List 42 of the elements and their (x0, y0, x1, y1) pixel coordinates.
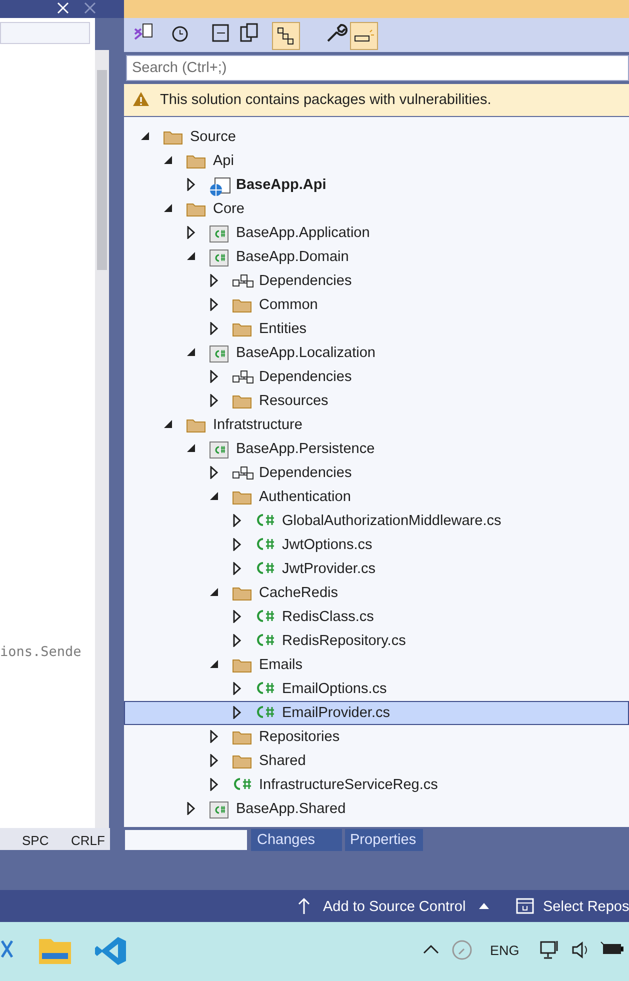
search-placeholder: Search (Ctrl+;) (132, 59, 227, 77)
tree-item-label: BaseApp.Persistence (236, 440, 375, 458)
tree-item-label: Authentication (259, 488, 351, 506)
tab-label: Changes (257, 831, 316, 849)
tree-item-label: BaseApp.Domain (236, 248, 349, 266)
tab-label: Properties (350, 831, 416, 849)
status-text: SPC (22, 832, 49, 850)
code-text: ions.Sende (0, 643, 82, 661)
tree-item-label: Repositories (259, 728, 340, 746)
title-bar (124, 0, 629, 18)
tree-item-label: GlobalAuthorizationMiddleware.cs (282, 512, 502, 530)
status-action: Add to Source Control (323, 898, 466, 916)
tree-item-label: BaseApp.Api (236, 176, 326, 194)
tree-item-label: RedisRepository.cs (282, 632, 406, 650)
tree-item-label: Entities (259, 320, 307, 338)
file-name: EmailProvider.cs (282, 704, 390, 722)
tree-item-label: Infratstructure (213, 416, 302, 434)
tree-item-label: Api (213, 152, 234, 170)
status-text: CRLF (71, 832, 105, 850)
tree-item-label: Core (213, 200, 244, 218)
tree-item-label: JwtOptions.cs (282, 536, 372, 554)
selected-row (124, 701, 629, 725)
language-indicator: ENG (490, 942, 520, 960)
tree-item-label: Resources (259, 392, 328, 410)
tree-item-label: Common (259, 296, 318, 314)
tree-item-label: Source (190, 128, 236, 146)
tree-item-label: Shared (259, 752, 306, 770)
tree-item-label: CacheRedis (259, 584, 338, 602)
tree-item-label: RedisClass.cs (282, 608, 374, 626)
tree-item-label: EmailOptions.cs (282, 680, 387, 698)
tree-item-label: Dependencies (259, 368, 352, 386)
status-action: Select Repos (543, 898, 629, 916)
active-tab (124, 829, 248, 851)
tree-item-label: BaseApp.Application (236, 224, 370, 242)
tree-item-label: InfrastructureServiceReg.cs (259, 776, 438, 794)
tree-item-label: BaseApp.Shared (236, 800, 346, 818)
tree-item-label: Emails (259, 656, 303, 674)
warning-message: This solution contains packages with vulnerabilities. (160, 91, 492, 109)
tree-item-label: Dependencies (259, 272, 352, 290)
tree-item-label: BaseApp.Localization (236, 344, 376, 362)
tree-item-label: Dependencies (259, 464, 352, 482)
tree-item-label: JwtProvider.cs (282, 560, 376, 578)
